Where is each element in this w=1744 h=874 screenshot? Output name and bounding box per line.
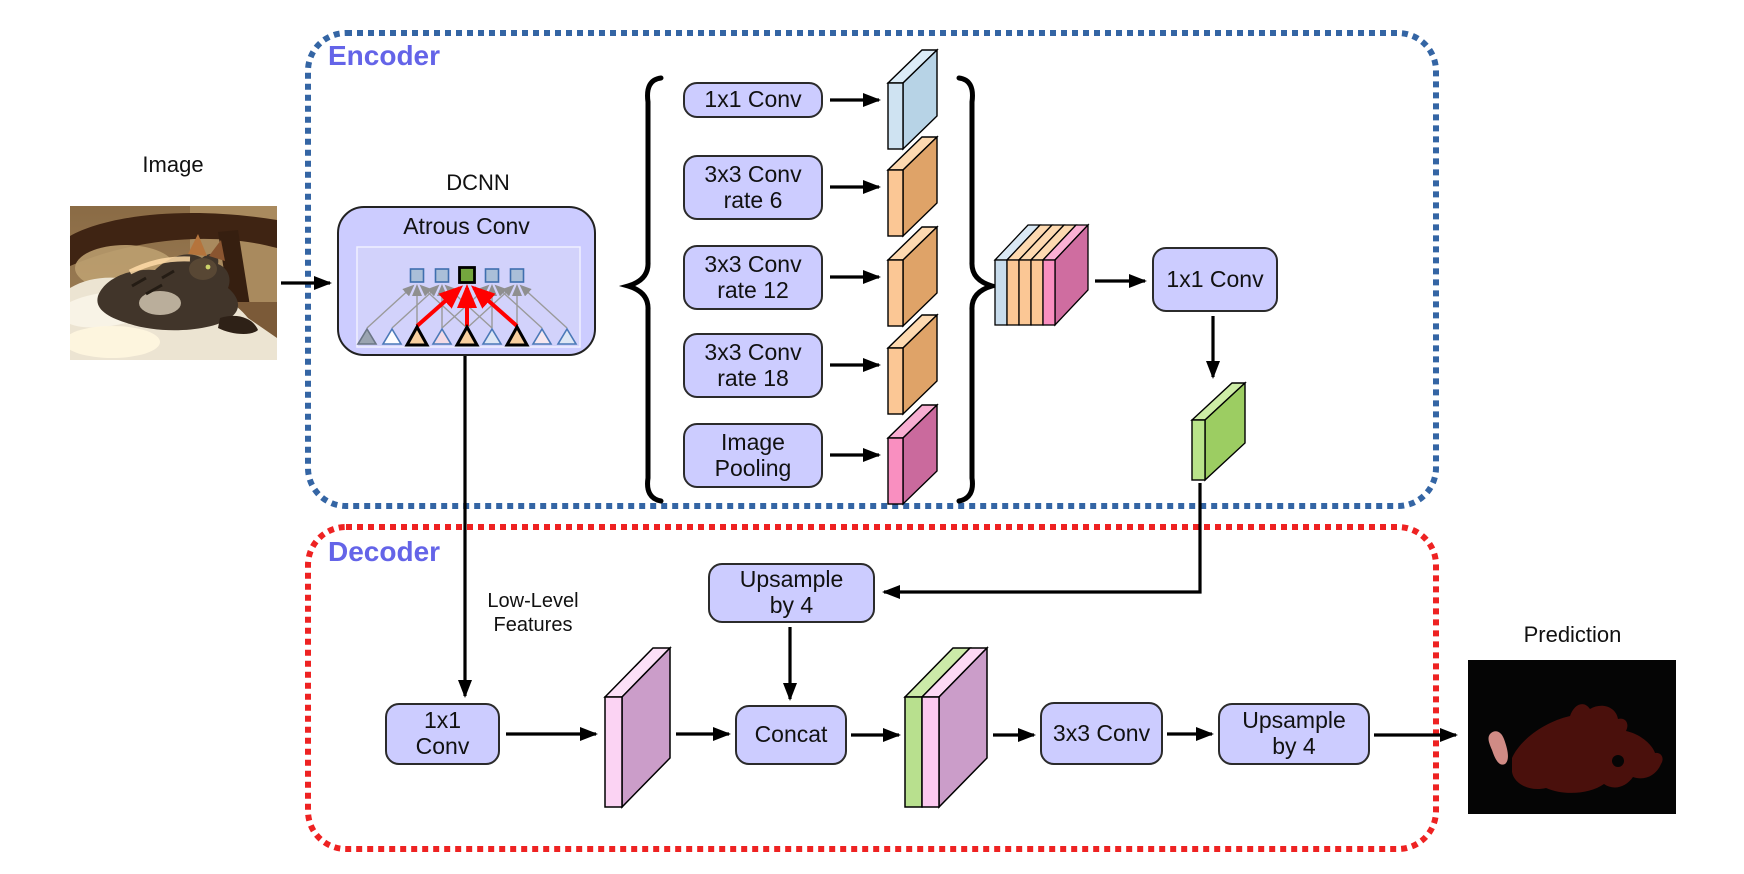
decoder-3x3-conv: 3x3 Conv — [1040, 702, 1163, 765]
prediction-image — [1468, 660, 1676, 814]
decoder-heading: Decoder — [328, 536, 441, 567]
left-brace — [618, 75, 664, 504]
decoder-lowlevel-feature — [603, 646, 672, 809]
cat-segmentation-mask — [1512, 704, 1663, 793]
flow-arrows — [281, 93, 1458, 742]
atrous-center-unit — [458, 266, 476, 284]
decoder-concat-feature — [903, 646, 989, 809]
right-brace — [956, 75, 1002, 504]
decoder-upsample-in: Upsample by 4 — [708, 563, 875, 623]
aspp-branch-rate18: 3x3 Conv rate 18 — [683, 333, 823, 398]
feature-map-1x1 — [886, 48, 939, 151]
decoder-1x1-conv: 1x1 Conv — [385, 703, 500, 765]
concatenated-feature-stack — [993, 223, 1090, 327]
aspp-branch-rate6: 3x3 Conv rate 6 — [683, 155, 823, 220]
input-image-label: Image — [142, 152, 204, 177]
encoder-to-decoder-skip-arrow — [882, 483, 1202, 599]
dcnn-box — [337, 206, 596, 356]
decoder-upsample-out: Upsample by 4 — [1218, 703, 1370, 765]
cat-eye — [205, 264, 211, 270]
feature-map-image-pooling — [886, 403, 939, 506]
aspp-branch-rate12: 3x3 Conv rate 12 — [683, 245, 823, 310]
cat-tail — [218, 315, 258, 335]
low-level-features-label: Low-Level Features — [487, 590, 579, 636]
feature-map-rate18 — [886, 313, 939, 416]
encoder-projection-1x1-conv: 1x1 Conv — [1152, 247, 1278, 312]
atrous-gray-connections — [366, 284, 568, 329]
encoder-region-border — [305, 30, 1439, 509]
input-image — [70, 206, 277, 360]
chair-rail — [70, 213, 277, 266]
feature-map-rate12 — [886, 225, 939, 328]
atrous-conv-label: Atrous Conv — [403, 213, 530, 239]
decoder-region-border — [305, 524, 1439, 852]
atrous-red-connections — [415, 284, 519, 328]
aspp-branch-image-pooling: Image Pooling — [683, 423, 823, 488]
dcnn-label: DCNN — [446, 170, 510, 195]
cat-ear — [209, 240, 225, 261]
atrous-output-units — [409, 266, 525, 284]
aspp-branch-1x1-conv: 1x1 Conv — [683, 82, 823, 118]
prediction-label: Prediction — [1523, 622, 1622, 647]
encoder-output-feature — [1190, 381, 1247, 482]
decoder-concat: Concat — [735, 705, 847, 765]
atrous-input-units — [356, 323, 578, 347]
small-segmentation-mask — [1488, 731, 1508, 765]
feature-map-rate6 — [886, 135, 939, 238]
cat-ear — [188, 234, 207, 256]
encoder-heading: Encoder — [328, 40, 441, 71]
